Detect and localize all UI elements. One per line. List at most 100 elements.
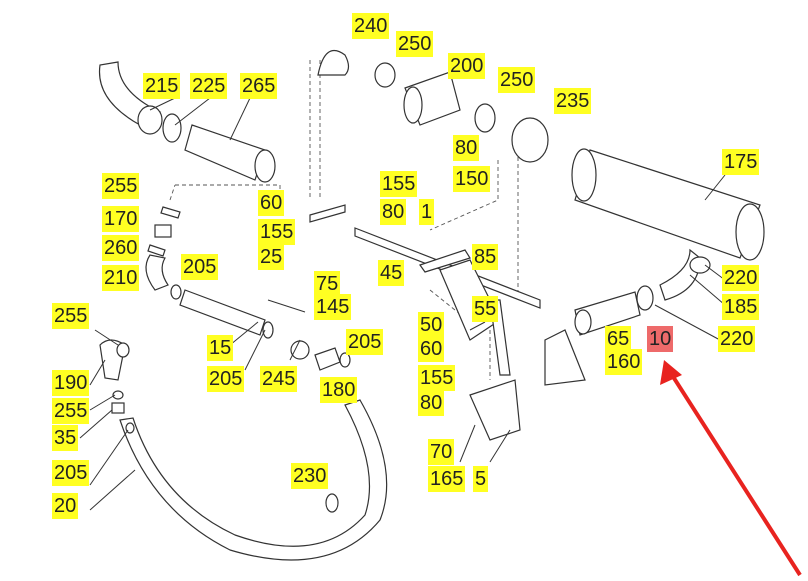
leader-line [89,359,106,386]
bracket-25 [309,204,346,223]
clamp-235 [511,117,549,163]
label-190: 190 [52,370,90,396]
flex-pipe-end [574,309,592,335]
cap-170 [154,224,172,238]
leader-line [149,97,176,111]
label-150: 150 [453,166,491,192]
label-210: 210 [102,265,140,291]
label-250: 250 [396,31,434,57]
label-245: 245 [260,366,298,392]
clamp-255 [116,342,130,358]
label-230: 230 [291,463,329,489]
clamp-250b [474,103,496,133]
fitting-35 [111,402,125,414]
leader-line [89,394,116,411]
leader-line [469,321,486,331]
leader-line [704,174,726,201]
clamp-250 [374,62,396,88]
muffler-cap [571,148,597,202]
label-240: 240 [352,13,390,39]
clamp-245 [290,340,310,360]
plate-5 [469,379,521,441]
hose-end [254,149,276,183]
clamp-205b [262,321,274,339]
clamp-255c [112,390,124,400]
label-255: 255 [102,173,140,199]
label-10-highlighted: 10 [647,326,674,352]
frame-crossbar [419,249,471,273]
pipe-end [137,105,163,135]
leader-line [89,469,136,511]
label-60: 60 [258,190,285,216]
strap-75 [267,299,306,313]
label-65: 65 [605,326,632,352]
leader-line [79,409,113,439]
clamp-220 [636,285,654,311]
label-1: 1 [419,199,435,225]
label-220: 220 [718,326,756,352]
label-80: 80 [380,199,407,225]
label-35: 35 [52,425,79,451]
label-85: 85 [472,244,499,270]
pipe-200-end [403,86,423,124]
label-255: 255 [52,398,90,424]
label-155: 155 [258,219,296,245]
bracket-clamp-240 [317,50,350,76]
elbow-210 [145,254,169,291]
label-185: 185 [722,294,760,320]
fitting-180 [314,347,341,371]
guide-line [169,184,176,201]
label-75: 75 [314,271,341,297]
ring-230 [325,493,339,513]
label-70: 70 [428,439,455,465]
hose-265 [184,124,266,181]
label-235: 235 [554,88,592,114]
label-250: 250 [498,67,536,93]
leader-line [229,97,251,141]
label-205: 205 [207,366,245,392]
label-45: 45 [378,260,405,286]
label-25: 25 [258,244,285,270]
label-205: 205 [346,329,384,355]
label-15: 15 [207,335,234,361]
label-80: 80 [418,390,445,416]
leader-line [689,274,726,306]
guide-line [175,184,281,205]
hose-20 [119,399,388,561]
label-80: 80 [453,135,480,161]
ring-260 [147,244,166,257]
label-220: 220 [722,265,760,291]
label-60: 60 [418,336,445,362]
label-180: 180 [320,377,358,403]
support-bracket [544,329,586,386]
label-255: 255 [52,303,90,329]
leader-line [459,424,476,463]
label-170: 170 [102,206,140,232]
clamp-205c [339,352,351,368]
leader-line [704,264,726,281]
label-160: 160 [605,349,643,375]
label-200: 200 [448,53,486,79]
leader-line [229,321,259,346]
label-205: 205 [52,460,90,486]
leader-line [289,339,301,361]
leader-line [654,304,721,341]
label-265: 265 [240,73,278,99]
clamp-225 [162,113,182,143]
label-225: 225 [190,73,228,99]
pointer-arrow-head [660,360,682,385]
hose-15 [179,289,266,336]
muffler-outlet [735,203,765,261]
leader-line [489,429,511,463]
label-175: 175 [722,149,760,175]
label-50: 50 [418,312,445,338]
label-145: 145 [314,294,352,320]
elbow-185 [659,248,701,301]
label-205: 205 [181,254,219,280]
label-55: 55 [472,296,499,322]
pointer-arrow-shaft [670,373,802,577]
clamp-205 [170,284,182,300]
leader-line [174,97,211,126]
